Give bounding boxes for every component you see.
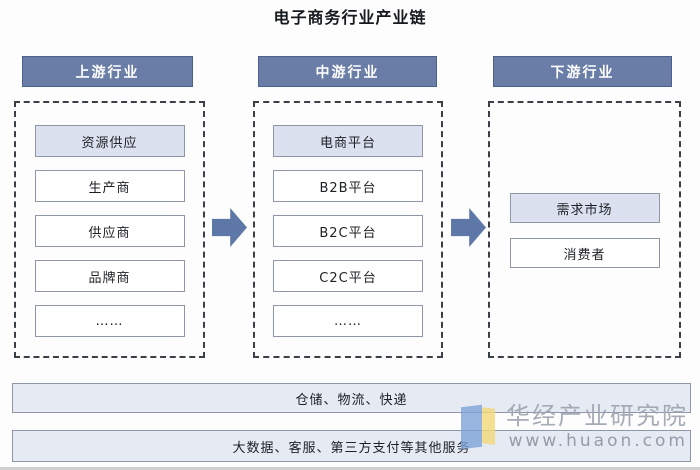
support-bar-services: 大数据、客服、第三方支付等其他服务 — [12, 430, 691, 462]
midstream-node: B2C平台 — [273, 215, 423, 247]
downstream-node: 消费者 — [509, 238, 660, 268]
bottom-edge-strip — [0, 467, 700, 470]
downstream-container: 需求市场 消费者 — [488, 101, 681, 358]
support-bar-logistics: 仓储、物流、快递 — [12, 383, 691, 413]
downstream-node: 需求市场 — [509, 193, 660, 223]
midstream-node: 电商平台 — [273, 125, 423, 157]
upstream-container: 资源供应 生产商 供应商 品牌商 …… — [14, 101, 205, 358]
column-header-midstream: 中游行业 — [258, 56, 437, 87]
upstream-node: 品牌商 — [34, 260, 185, 292]
midstream-node: C2C平台 — [273, 260, 423, 292]
diagram-title: 电子商务行业产业链 — [273, 8, 427, 27]
flow-arrow-right-icon — [212, 208, 247, 247]
flow-arrow-right-icon — [451, 208, 486, 247]
column-header-downstream: 下游行业 — [493, 56, 672, 87]
upstream-node-ellipsis: …… — [34, 305, 185, 337]
midstream-container: 电商平台 B2B平台 B2C平台 C2C平台 …… — [253, 101, 443, 358]
upstream-node: 生产商 — [34, 170, 185, 202]
column-header-upstream: 上游行业 — [22, 56, 193, 87]
upstream-node: 供应商 — [34, 215, 185, 247]
midstream-node: B2B平台 — [273, 170, 423, 202]
midstream-node-ellipsis: …… — [273, 305, 423, 337]
upstream-node: 资源供应 — [34, 125, 185, 157]
